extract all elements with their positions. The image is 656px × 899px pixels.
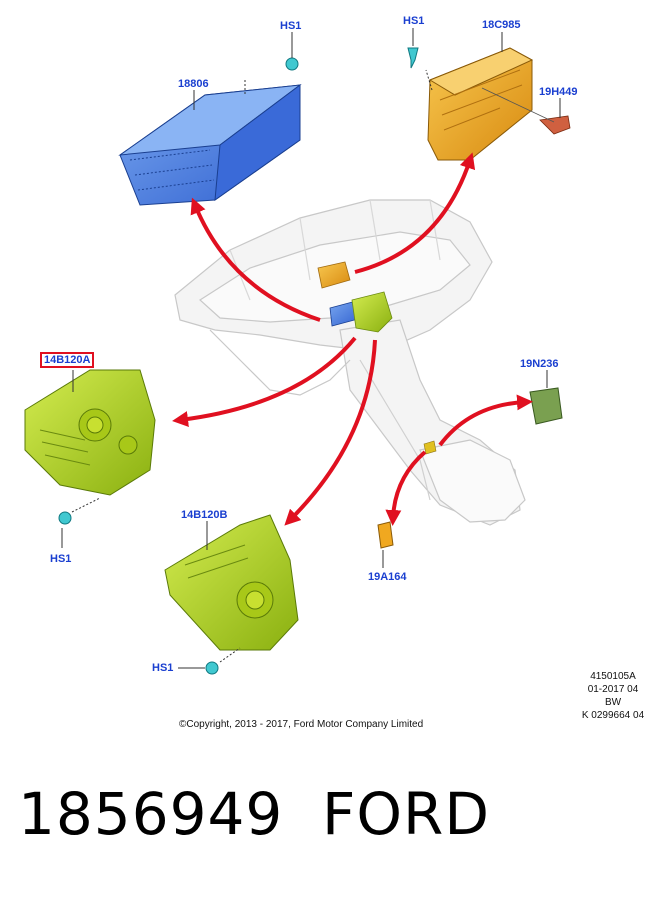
reference-line-2: 01-2017 04 xyxy=(587,684,639,695)
screw-hs1-top-left xyxy=(285,57,299,71)
installed-green-panel xyxy=(351,291,393,333)
part-number: 1856949 xyxy=(18,780,284,848)
reference-line-1: 4150105A xyxy=(590,671,636,682)
arrow-to-18C985 xyxy=(354,152,476,274)
label-19A164: 19A164 xyxy=(368,571,407,583)
leader-19H449 xyxy=(481,87,555,123)
part-19A164 xyxy=(377,521,394,549)
label-hs1-bottom: HS1 xyxy=(152,662,174,674)
brand-name: FORD xyxy=(322,780,490,848)
red-arrows xyxy=(172,152,533,526)
module-18C985 xyxy=(427,47,534,161)
reference-line-4: K 0299664 04 xyxy=(581,710,645,721)
label-14B120B: 14B120B xyxy=(181,509,228,521)
panel-14B120B xyxy=(164,514,299,651)
screw-hs1-bottom xyxy=(205,661,219,675)
arrow-to-14B120A xyxy=(172,336,357,427)
reference-line-3: BW xyxy=(604,697,622,708)
copyright-text: ©Copyright, 2013 - 2017, Ford Motor Comp… xyxy=(179,719,424,730)
label-19N236: 19N236 xyxy=(520,358,559,370)
label-hs1-top-right: HS1 xyxy=(403,15,425,27)
screw-hs1-left xyxy=(58,511,72,525)
dashboard-ghost xyxy=(174,199,526,526)
label-18C985: 18C985 xyxy=(482,19,521,31)
module-18806 xyxy=(118,84,302,206)
arrow-to-19N236 xyxy=(438,394,533,447)
label-19H449: 19H449 xyxy=(539,86,578,98)
installed-yellow-switch xyxy=(423,440,437,455)
arrow-to-14B120B xyxy=(284,339,377,526)
panel-14B120A xyxy=(24,369,156,496)
arrow-to-19A164 xyxy=(385,450,427,526)
label-hs1-left: HS1 xyxy=(50,553,72,565)
label-18806: 18806 xyxy=(178,78,209,90)
arrow-to-18806 xyxy=(190,197,321,322)
leader-lines xyxy=(61,28,561,669)
installed-orange-module xyxy=(317,261,351,289)
screw-hs1-top-right xyxy=(407,47,419,69)
reference-block: 4150105A 01-2017 04 BW K 0299664 04 xyxy=(576,670,650,722)
label-14B120A: 14B120A xyxy=(40,352,95,368)
part-19N236 xyxy=(529,387,563,425)
part-19H449 xyxy=(539,115,571,135)
label-hs1-top-left: HS1 xyxy=(280,20,302,32)
